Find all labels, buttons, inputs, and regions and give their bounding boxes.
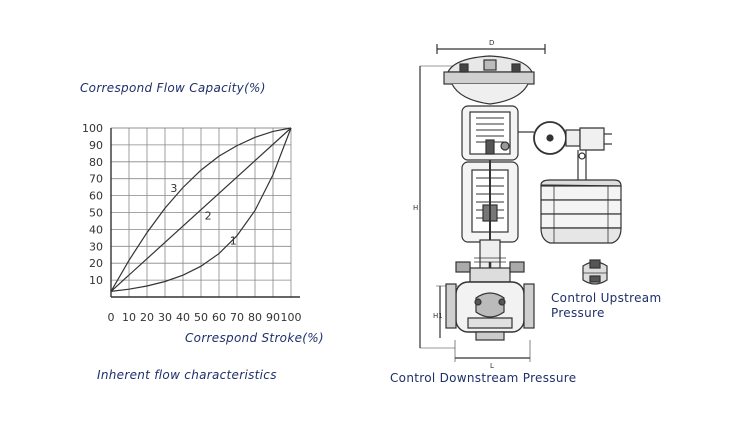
lower-bellows-housing <box>461 160 519 262</box>
x-tick-label: 70 <box>230 311 244 324</box>
x-tick-label: 100 <box>281 311 302 324</box>
pressure-gauge <box>518 121 612 180</box>
y-tick-label: 40 <box>89 223 103 236</box>
y-tick-label: 30 <box>89 240 103 253</box>
chart-title: Correspond Flow Capacity(%) <box>80 81 266 95</box>
y-tick-label: 80 <box>89 156 103 169</box>
dim-label-h: H <box>413 204 418 212</box>
y-tick-label: 50 <box>89 207 103 220</box>
series-line-3 <box>110 127 292 292</box>
x-tick-label: 50 <box>194 311 208 324</box>
series-label-3: 3 <box>170 182 177 195</box>
diaphragm-actuator <box>443 55 535 105</box>
chart-caption: Inherent flow characteristics <box>97 368 277 382</box>
dim-label-h1: H1 <box>433 312 443 320</box>
series-label-1: 1 <box>230 235 237 248</box>
x-tick-label: 10 <box>122 311 136 324</box>
series-label-2: 2 <box>205 209 212 222</box>
upper-bellows-housing <box>461 105 519 161</box>
dim-label-l: L <box>490 362 494 370</box>
downstream-pressure-caption: Control Downstream Pressure <box>390 371 577 385</box>
chart-x-label: Correspond Stroke(%) <box>185 331 324 345</box>
x-tick-label: 80 <box>248 311 262 324</box>
y-tick-label: 20 <box>89 257 103 270</box>
dim-label-d: D <box>489 39 494 47</box>
y-tick-label: 10 <box>89 274 103 287</box>
x-tick-label: 20 <box>140 311 154 324</box>
x-tick-label: 30 <box>158 311 172 324</box>
series-line-2 <box>110 127 292 292</box>
y-tick-label: 90 <box>89 139 103 152</box>
upstream-pressure-label: Control Upstream Pressure <box>551 291 662 320</box>
pilot-fitting <box>582 259 608 285</box>
y-tick-label: 60 <box>89 190 103 203</box>
y-tick-label: 100 <box>82 122 103 135</box>
x-tick-label: 90 <box>266 311 280 324</box>
x-tick-label: 60 <box>212 311 226 324</box>
y-tick-label: 70 <box>89 173 103 186</box>
valve-body <box>445 261 535 341</box>
counterweight-stack <box>540 179 622 244</box>
x-tick-label: 0 <box>108 311 115 324</box>
series-line-1 <box>110 127 292 292</box>
x-tick-label: 40 <box>176 311 190 324</box>
